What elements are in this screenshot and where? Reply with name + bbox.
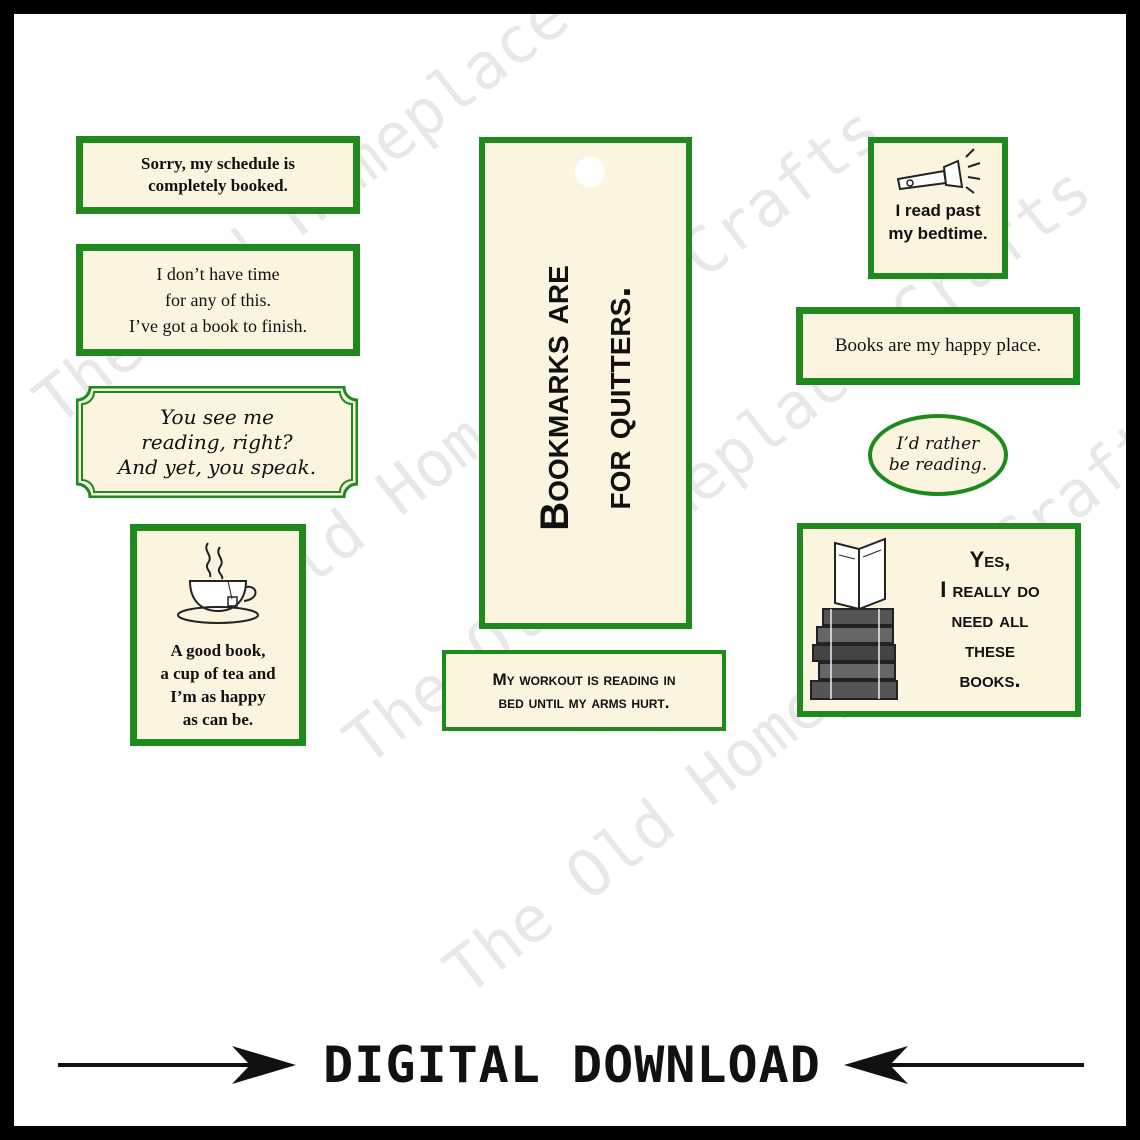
label-tea: A good book, a cup of tea and I’m as hap… [130,524,306,746]
bookmark-line2: for quitters. [594,286,639,510]
label-tea-line3: I’m as happy [170,687,266,706]
label-workout: My workout is reading in bed until my ar… [442,650,726,731]
bookmark-text: Bookmarks are for quitters. [524,188,648,608]
label-you-speak-line3: And yet, you speak. [117,454,317,479]
label-tea-line2: a cup of tea and [160,664,276,683]
label-books-line5: books. [959,667,1021,692]
label-tea-line1: A good book, [170,641,266,660]
label-workout-line1: My workout is reading in [492,669,676,689]
footer-line-left [58,1063,258,1067]
label-no-time: I don’t have time for any of this. I’ve … [76,244,360,356]
label-books-line2: I really do [940,577,1040,602]
tag-hole [575,157,605,187]
teacup-icon [177,542,259,624]
label-books-line3: need all [951,607,1029,632]
label-rather-reading: I’d rather be reading. [868,414,1008,496]
label-you-speak-line1: You see me [160,404,274,429]
label-tea-line4: as can be. [182,710,254,729]
label-books-line4: these [964,637,1015,662]
label-bedtime-line1: I read past [895,201,981,220]
label-bedtime-line2: my bedtime. [888,224,988,243]
label-need-books: Yes, I really do need all these books. [797,523,1081,717]
label-bedtime: I read past my bedtime. [868,137,1008,279]
label-happy-place-text: Books are my happy place. [834,335,1042,356]
label-schedule-text: Sorry, my schedule is completely booked. [141,154,295,195]
arrow-right-icon [232,1046,296,1084]
label-no-time-line1: I don’t have time [156,264,280,284]
product-image: The Old Homeplace Crafts The Old Homepla… [14,14,1126,1126]
book-stack-icon [810,537,898,700]
label-schedule: Sorry, my schedule is completely booked. [76,136,360,214]
flashlight-icon [896,148,981,194]
label-you-speak: You see me reading, right? And yet, you … [76,386,358,498]
label-rather-line1: I’d rather [896,434,980,454]
label-no-time-line2: for any of this. [165,290,271,310]
footer-line-right [884,1063,1084,1067]
arrow-left-icon [844,1046,908,1084]
label-you-speak-line2: reading, right? [141,429,293,454]
label-workout-line2: bed until my arms hurt. [498,692,670,712]
label-books-line1: Yes, [969,547,1011,572]
bookmark-tag: Bookmarks are for quitters. [479,137,692,629]
bookmark-line1: Bookmarks are [532,265,577,531]
label-no-time-line3: I’ve got a book to finish. [129,316,307,336]
ticket-frame [76,386,358,498]
digital-download-title: DIGITAL DOWNLOAD [323,1036,821,1094]
label-happy-place: Books are my happy place. [796,307,1080,385]
label-rather-line2: be reading. [888,455,988,475]
